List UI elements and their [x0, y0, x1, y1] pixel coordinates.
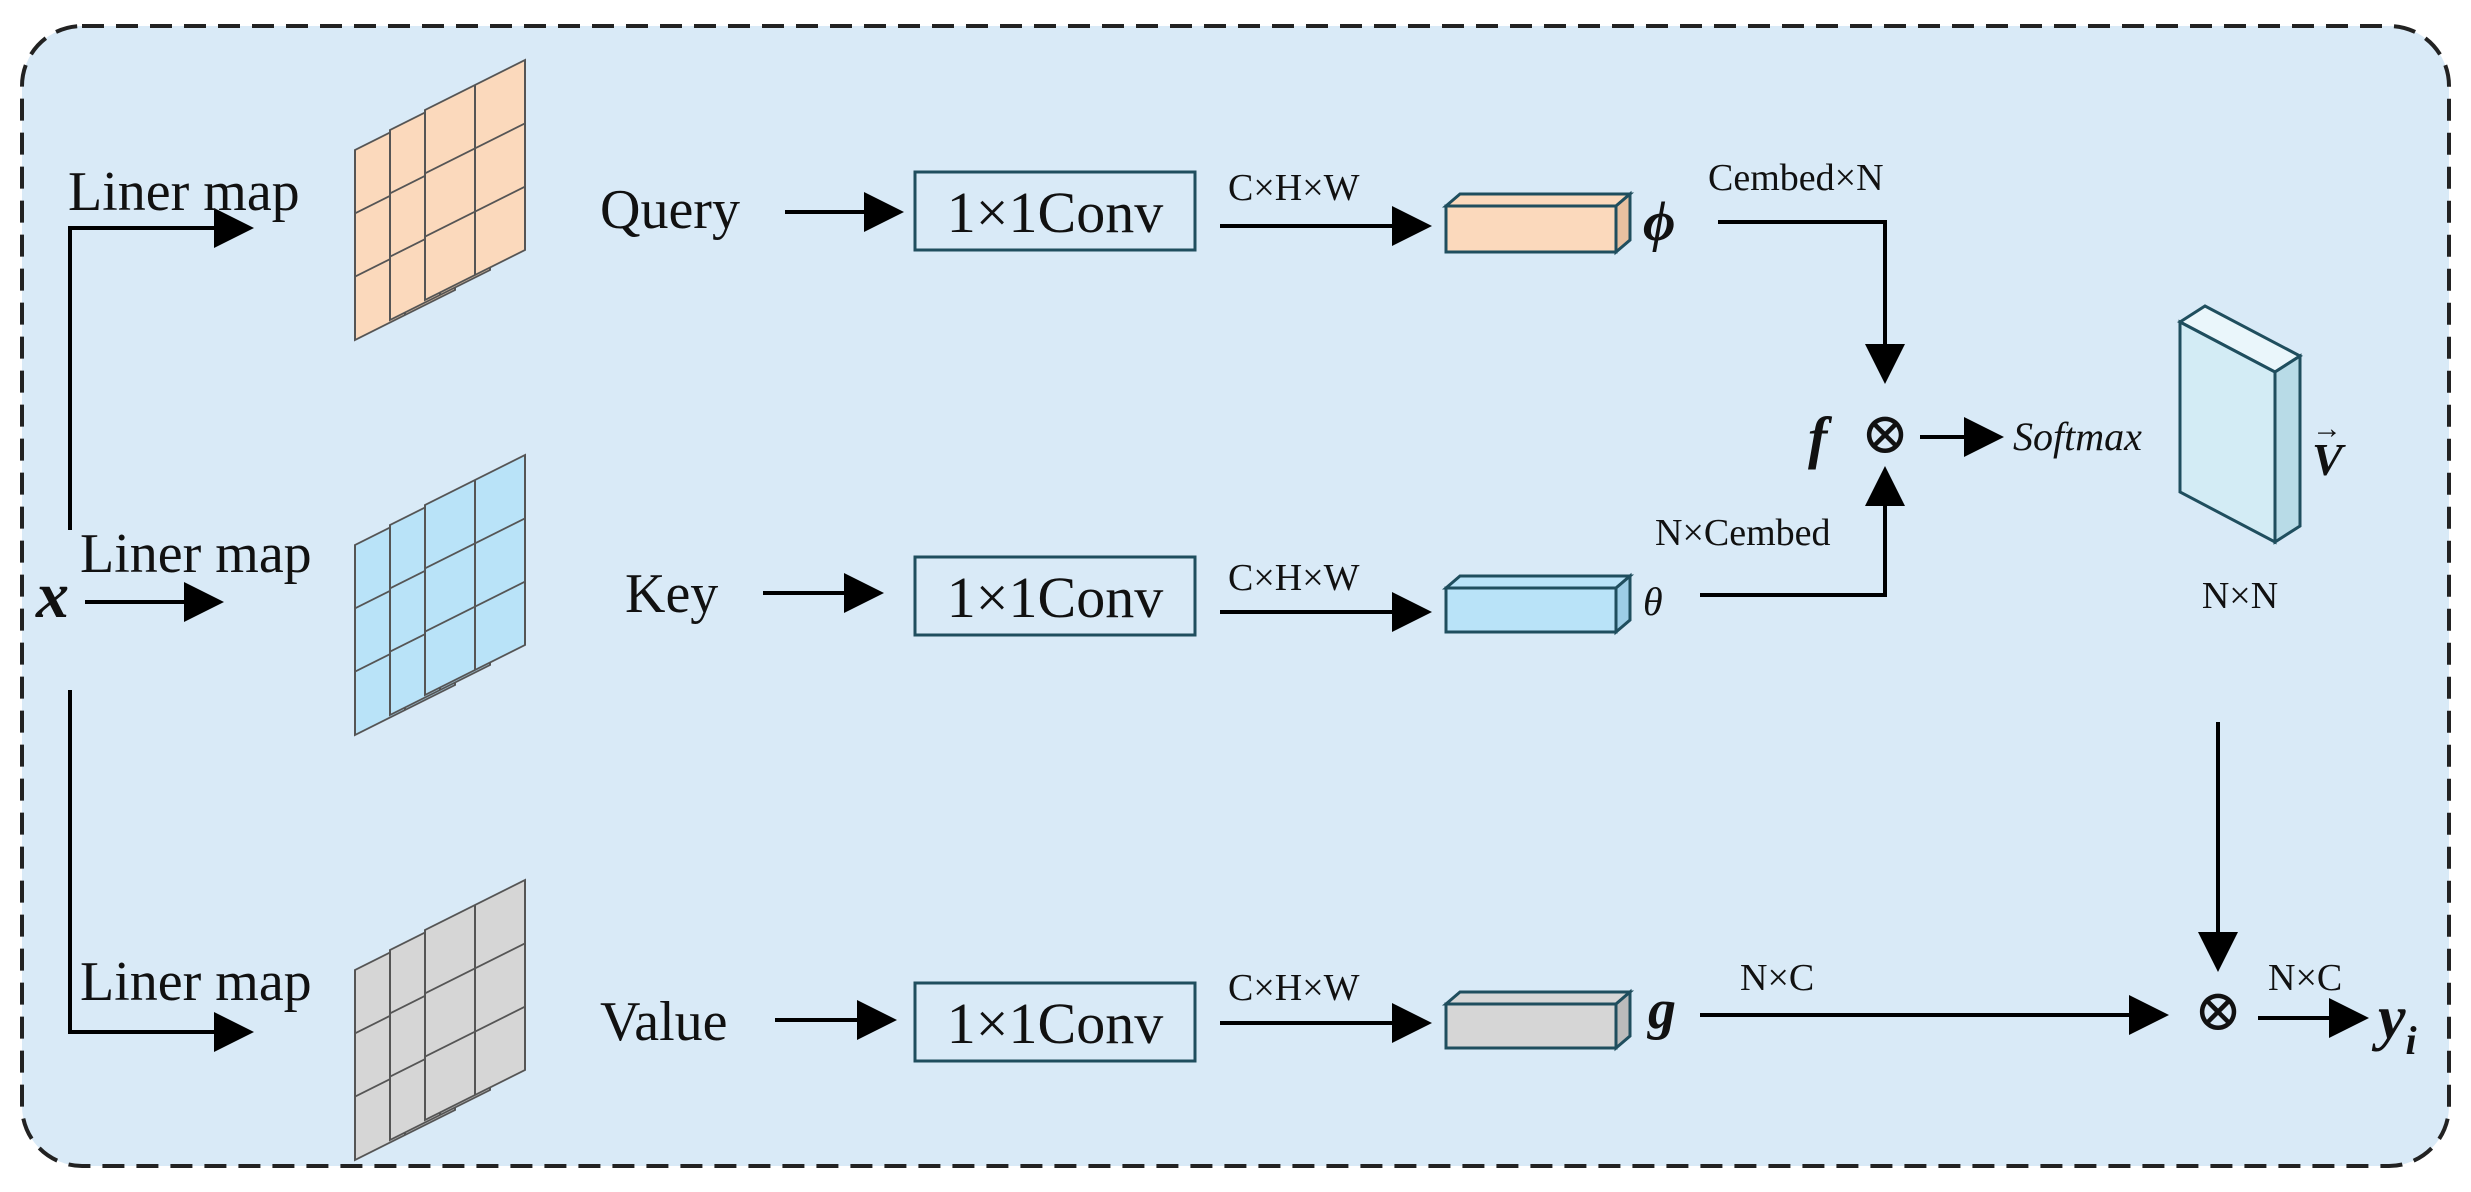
output-otimes-icon: ⊗ — [2194, 978, 2243, 1043]
dim-label-value: C×H×W — [1228, 967, 1360, 1009]
diagram-background — [20, 24, 2451, 1168]
query-label: Query — [600, 179, 740, 241]
conv-label-key: 1×1Conv — [947, 565, 1163, 630]
feature-map-gridline — [425, 580, 525, 633]
output-y-subscript: i — [2406, 1018, 2417, 1063]
conv-label-value: 1×1Conv — [947, 991, 1163, 1056]
phi-embedding-block — [1441, 190, 1635, 256]
n-c-label-g: N×C — [1740, 957, 1814, 999]
feature-map-gridline — [425, 1005, 525, 1058]
cembed-n-label: Cembed×N — [1708, 157, 1884, 199]
v-symbol: V — [2312, 434, 2346, 485]
liner-map-label-key: Liner map — [80, 523, 312, 585]
feature-map-layer — [424, 58, 526, 302]
n-cembed-label: N×Cembed — [1655, 512, 1831, 554]
dim-label-key: C×H×W — [1228, 557, 1360, 599]
v-tensor-block — [2177, 304, 2303, 545]
key-feature-maps — [354, 453, 526, 737]
conv-box-query: 1×1Conv — [913, 170, 1197, 252]
theta-embedding-block — [1441, 572, 1635, 636]
phi-symbol: ϕ — [1643, 191, 1675, 253]
conv-box-value: 1×1Conv — [913, 981, 1197, 1063]
g-embedding-block — [1441, 988, 1635, 1052]
liner-map-label-query: Liner map — [68, 161, 300, 223]
feature-map-gridline — [425, 185, 525, 238]
feature-map-gridline — [425, 517, 525, 570]
g-symbol: g — [1646, 979, 1676, 1041]
query-feature-maps — [354, 58, 526, 342]
output-dim-label: N×C — [2268, 957, 2342, 999]
feature-map-layer — [424, 878, 526, 1122]
fusion-inputs — [1700, 220, 1905, 597]
fusion-otimes-icon: ⊗ — [1861, 401, 1910, 466]
feature-map-gridline — [425, 942, 525, 995]
feature-map-layer — [424, 453, 526, 697]
v-dim-label: N×N — [2202, 575, 2278, 617]
feature-map-gridline — [425, 122, 525, 175]
theta-symbol: θ — [1643, 579, 1663, 624]
dim-label-query: C×H×W — [1228, 167, 1360, 209]
conv-box-key: 1×1Conv — [913, 555, 1197, 637]
input-connectors — [68, 208, 254, 1052]
to-conv-arrows — [763, 192, 904, 1040]
conv-label-query: 1×1Conv — [947, 180, 1163, 245]
liner-map-label-value: Liner map — [80, 951, 312, 1013]
key-label: Key — [625, 563, 718, 625]
v-arrow-icon: → — [2312, 412, 2342, 445]
input-x-label: x — [35, 559, 69, 632]
value-label: Value — [600, 991, 728, 1053]
softmax-label: Softmax — [2013, 414, 2142, 459]
value-feature-maps — [354, 878, 526, 1162]
to-embedding-arrows — [1220, 206, 1432, 1043]
